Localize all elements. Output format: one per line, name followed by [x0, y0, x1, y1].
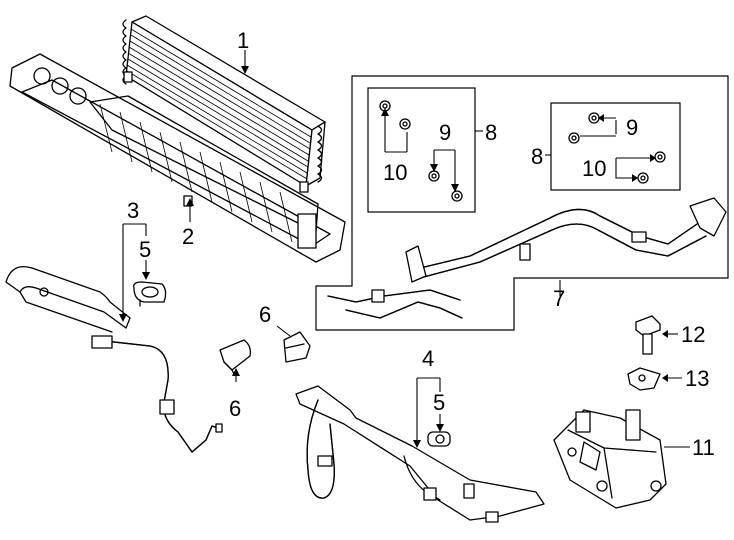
tube-assembly	[327, 197, 727, 319]
cooler-line-right	[295, 385, 545, 523]
seal-kit-box-left	[367, 87, 476, 213]
callout-6-upper: 6	[259, 302, 271, 327]
oil-cooler	[122, 15, 326, 193]
callout-5-right: 5	[433, 390, 445, 415]
clip-left	[133, 281, 167, 307]
callout-3: 3	[127, 198, 139, 223]
callout-12: 12	[681, 322, 705, 347]
callout-10-left: 10	[383, 160, 407, 185]
callout-6-lower: 6	[229, 396, 241, 421]
nut-clip	[627, 367, 661, 391]
seal-rings-left	[379, 100, 463, 202]
callout-2: 2	[182, 224, 194, 249]
seal-kit-box-right	[550, 102, 681, 191]
callout-9-left: 9	[439, 120, 451, 145]
tube-assembly-box	[315, 75, 729, 331]
clip-right	[427, 431, 451, 447]
callout-10-right: 10	[582, 156, 606, 181]
bracket-left	[219, 339, 252, 375]
bracket-right	[283, 331, 311, 363]
callout-11: 11	[692, 435, 715, 460]
leader-lines	[119, 50, 690, 448]
callout-4: 4	[422, 346, 434, 371]
seal-rings-right	[568, 112, 666, 184]
callout-7: 7	[553, 286, 565, 311]
bolt	[635, 315, 661, 355]
air-deflector	[9, 53, 346, 263]
callout-5-left: 5	[139, 237, 151, 262]
cooler-line-left	[5, 265, 223, 453]
callout-9-right: 9	[626, 115, 638, 140]
callout-13: 13	[685, 366, 709, 391]
callout-1: 1	[237, 28, 249, 53]
thermostat-housing	[553, 409, 667, 509]
callout-8-left: 8	[485, 120, 497, 145]
callout-8-right: 8	[531, 144, 543, 169]
